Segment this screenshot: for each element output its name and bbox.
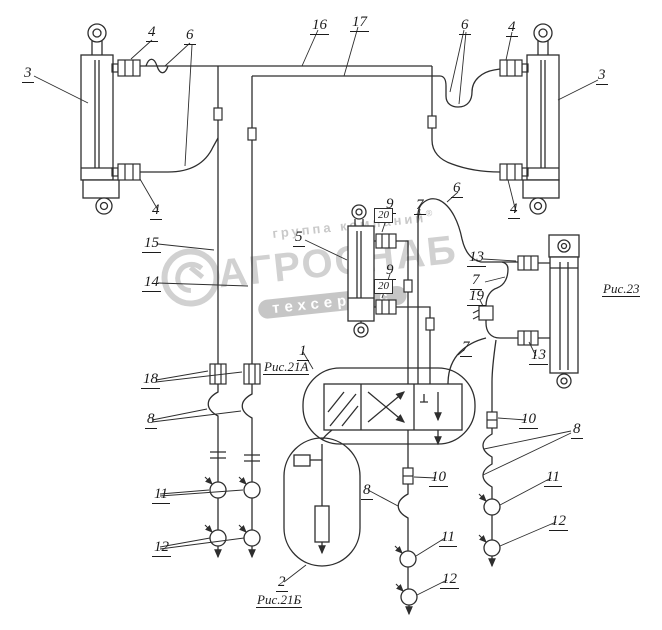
valve-block-4-bottom-right	[499, 163, 529, 181]
part-label: 12	[440, 571, 459, 589]
branch-left-b	[241, 384, 253, 530]
valve-block-9-upper	[374, 233, 397, 249]
part-label: 7	[460, 339, 472, 357]
part-label: 12	[152, 539, 171, 557]
part-label: 2	[276, 574, 288, 592]
part-label: 1	[297, 343, 309, 361]
part-label: 8	[571, 421, 583, 439]
part-label: 14	[142, 274, 161, 292]
pipe-unions	[210, 451, 260, 462]
pipe-fittings	[213, 107, 437, 331]
throttle-10-right	[486, 411, 498, 429]
hydraulic-cylinder-5	[347, 204, 375, 338]
part-label: 9	[384, 262, 396, 280]
branch-left-a	[207, 384, 219, 530]
pipe-17	[140, 65, 501, 173]
branch-right	[482, 339, 497, 540]
part-label: 7	[414, 197, 426, 215]
hose-bumps-left	[145, 58, 169, 74]
part-label: 10	[429, 469, 448, 487]
hydraulic-cylinder-left	[80, 23, 120, 215]
valve-block-4-top-left	[111, 59, 141, 77]
part-label: 8	[145, 411, 157, 429]
pipe-13b	[485, 261, 538, 339]
valve-block-13-upper	[517, 255, 539, 271]
part-label: 18	[141, 371, 160, 389]
part-label: 11	[544, 469, 562, 487]
figure-caption-21b: Рис.21Б	[256, 592, 303, 608]
pipe-16	[252, 68, 501, 108]
part-label: 16	[310, 17, 329, 35]
part-label: 13	[529, 347, 548, 365]
hydraulic-piping	[140, 58, 550, 589]
part-label: 11	[439, 529, 457, 547]
pipe-valve-right-port	[447, 337, 487, 385]
part-label: 10	[519, 411, 538, 429]
figure-caption-21a: Рис.21А	[263, 359, 310, 375]
hose-unit-2	[283, 437, 361, 567]
pipe-cyl5-a	[396, 240, 409, 384]
part-label: 4	[146, 24, 158, 42]
part-label: 5	[293, 229, 305, 247]
hydraulic-cylinder-fig23	[548, 234, 580, 389]
part-label: 17	[350, 14, 369, 32]
part-label: 6	[459, 17, 471, 35]
part-label: 13	[467, 249, 486, 267]
part-label: 7	[470, 272, 482, 290]
part-label: 3	[22, 65, 34, 83]
part-label: 19	[467, 288, 486, 306]
directional-valve-1	[302, 367, 476, 446]
part-label: 12	[549, 513, 568, 531]
pipe-7-arc	[417, 198, 550, 384]
part-label: 4	[508, 201, 520, 219]
figure-caption-23: Рис.23	[602, 281, 641, 297]
valve-block-13-lower	[517, 330, 539, 346]
part-label: 15	[142, 235, 161, 253]
part-label: 6	[451, 180, 463, 198]
part-label: 3	[596, 67, 608, 85]
part-label: 4	[150, 202, 162, 220]
part-label: 6	[184, 27, 196, 45]
coupling-18-right	[243, 363, 261, 385]
part-label: 8	[361, 482, 373, 500]
throttle-10-center	[402, 467, 414, 485]
relief-valve-19	[472, 305, 494, 321]
valve-block-9-lower	[374, 299, 397, 315]
valve-block-4-bottom-left	[111, 163, 141, 181]
line-end-arrows	[214, 546, 496, 616]
boxed-label-20: 20	[374, 208, 393, 224]
hydraulic-cylinder-right	[522, 23, 560, 215]
part-label: 11	[152, 486, 170, 504]
boxed-label-20: 20	[374, 279, 393, 295]
part-label: 4	[506, 19, 518, 37]
valve-block-4-top-right	[499, 59, 529, 77]
pipe-cyl5-b	[396, 306, 431, 384]
branch-center	[397, 430, 409, 589]
pipe-left-lower	[140, 137, 219, 173]
check-valves	[204, 476, 501, 606]
